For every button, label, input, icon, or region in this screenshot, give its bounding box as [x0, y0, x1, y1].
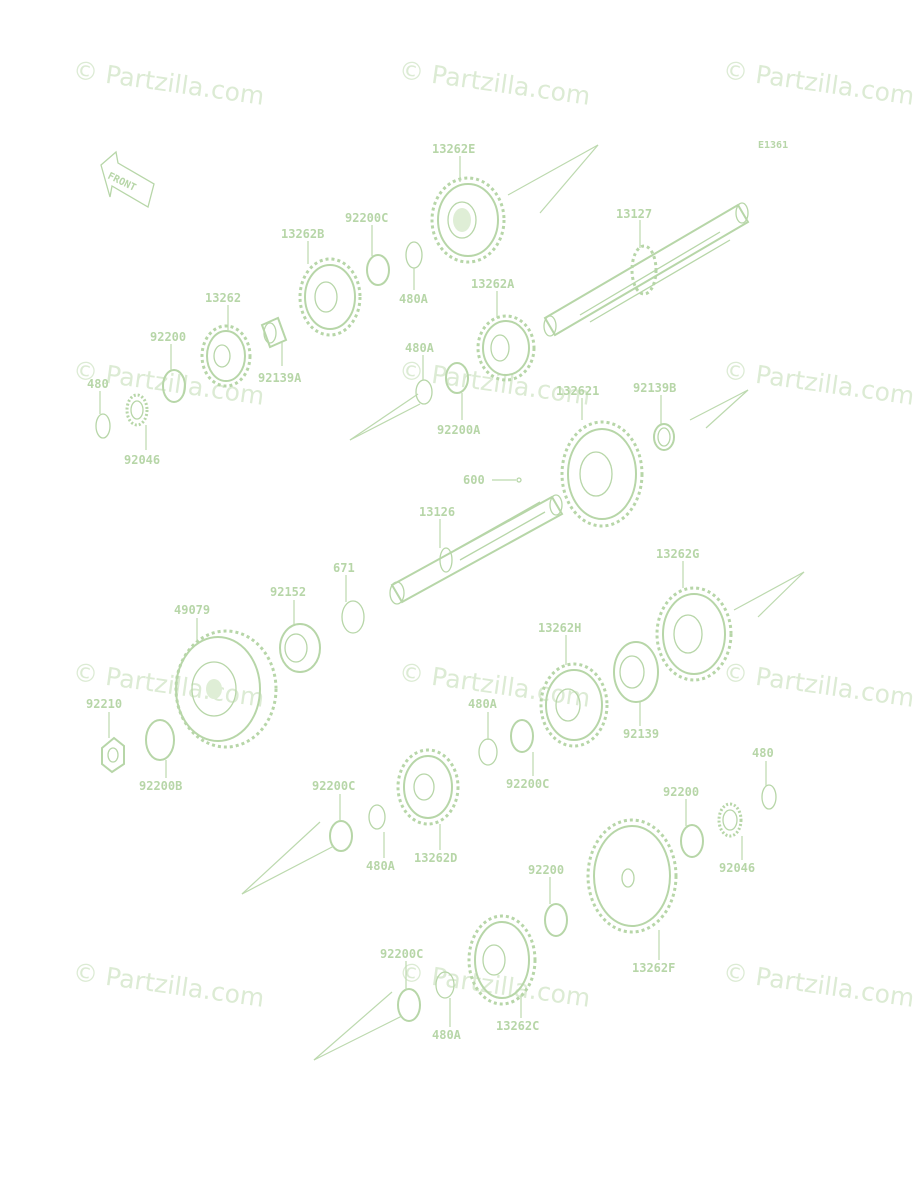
watermark-10: © Partzilla.com	[71, 957, 266, 1013]
label-13262H[interactable]: 13262H	[538, 621, 581, 635]
parts-drawing	[95, 144, 805, 1061]
label-13262[interactable]: 13262	[205, 291, 241, 305]
label-13127[interactable]: 13127	[616, 207, 652, 221]
circlip-480-low	[761, 784, 777, 810]
label-92200-top[interactable]: 92200	[150, 330, 186, 344]
label-92200C-low[interactable]: 92200C	[506, 777, 549, 791]
collar-92152	[279, 623, 321, 673]
label-13262E[interactable]: 13262E	[432, 142, 475, 156]
watermark-1: © Partzilla.com	[71, 55, 266, 111]
label-13262G[interactable]: 13262G	[656, 547, 699, 561]
pin-600	[516, 477, 522, 483]
part-labels: 13262E 92200C 13262B 13127 480A 13262A 1…	[86, 142, 774, 1042]
bearing-92046-top	[125, 393, 149, 427]
label-13262A[interactable]: 13262A	[471, 277, 515, 291]
gear-49079	[174, 629, 278, 749]
watermark-6: © Partzilla.com	[721, 355, 916, 411]
bushing-92139B	[653, 389, 749, 451]
front-label: FRONT	[106, 171, 138, 194]
washer-92200-low	[680, 824, 704, 858]
label-13262F[interactable]: 13262F	[632, 961, 675, 975]
label-13126[interactable]: 13126	[419, 505, 455, 519]
label-92200B[interactable]: 92200B	[139, 779, 182, 793]
gear-13262F	[586, 818, 678, 934]
nut-92210	[101, 736, 125, 774]
label-480A-top[interactable]: 480A	[399, 292, 429, 306]
gear-13262	[200, 324, 252, 388]
label-671[interactable]: 671	[333, 561, 355, 575]
bushing-92139A	[260, 316, 288, 349]
washer-92200C-mid	[329, 820, 353, 852]
label-92152[interactable]: 92152	[270, 585, 306, 599]
watermark-5: © Partzilla.com	[397, 355, 592, 411]
circlip-480A-bot	[435, 971, 455, 999]
watermark-3: © Partzilla.com	[721, 55, 916, 111]
label-92139[interactable]: 92139	[623, 727, 659, 741]
label-92200C-bot[interactable]: 92200C	[380, 947, 423, 961]
watermarks: © Partzilla.com © Partzilla.com © Partzi…	[71, 55, 916, 1013]
washer-92200A	[445, 362, 469, 394]
gear-13262G	[655, 571, 805, 682]
label-480A-low[interactable]: 480A	[468, 697, 498, 711]
washer-92200B	[145, 719, 175, 761]
circlip-480A-low	[478, 738, 498, 766]
label-132621[interactable]: 132621	[556, 384, 599, 398]
label-92200-bot[interactable]: 92200	[528, 863, 564, 877]
washer-92200C-low	[510, 719, 534, 753]
shaft-13127	[543, 202, 750, 337]
gear-13262C	[467, 914, 537, 1006]
label-13262D[interactable]: 13262D	[414, 851, 457, 865]
gear-13262D	[396, 748, 460, 826]
label-92139B[interactable]: 92139B	[633, 381, 676, 395]
washer-92200C-bot	[397, 988, 421, 1022]
label-480-low[interactable]: 480	[752, 746, 774, 760]
diagram-code: E1361	[758, 140, 788, 151]
circlip-480A-low2	[368, 804, 386, 830]
gear-13262E	[430, 144, 599, 264]
label-92200C-top[interactable]: 92200C	[345, 211, 388, 225]
circlip-480A-top	[405, 241, 423, 269]
label-600[interactable]: 600	[463, 473, 485, 487]
gear-13262A	[476, 314, 536, 382]
bearing-92046-low	[717, 802, 743, 838]
bushing-92139	[613, 641, 659, 703]
label-49079[interactable]: 49079	[174, 603, 210, 617]
label-92139A[interactable]: 92139A	[258, 371, 302, 385]
ring-671	[341, 600, 365, 634]
front-arrow-icon: FRONT	[100, 150, 155, 208]
gear-132621	[560, 420, 644, 528]
gear-13262B	[298, 257, 362, 337]
circlip-480A-mid	[415, 379, 433, 405]
label-92200-low[interactable]: 92200	[663, 785, 699, 799]
label-480-top[interactable]: 480	[87, 377, 109, 391]
circlip-480-top	[95, 413, 111, 439]
shaft-13126	[389, 494, 564, 605]
washer-92200-bot	[544, 903, 568, 937]
label-13262C[interactable]: 13262C	[496, 1019, 539, 1033]
label-480A-low2[interactable]: 480A	[366, 859, 396, 873]
gear-13262H	[539, 662, 609, 748]
washer-92200-top	[162, 369, 186, 403]
label-92200A[interactable]: 92200A	[437, 423, 481, 437]
label-92200C-mid[interactable]: 92200C	[312, 779, 355, 793]
label-480A-mid[interactable]: 480A	[405, 341, 435, 355]
leader-lines	[99, 156, 767, 1027]
label-92046-top[interactable]: 92046	[124, 453, 160, 467]
label-92046-low[interactable]: 92046	[719, 861, 755, 875]
washer-92200C-top	[366, 254, 390, 286]
label-13262B[interactable]: 13262B	[281, 227, 324, 241]
watermark-9: © Partzilla.com	[721, 657, 916, 713]
watermark-2: © Partzilla.com	[397, 55, 592, 111]
watermark-12: © Partzilla.com	[721, 957, 916, 1013]
label-480A-bot[interactable]: 480A	[432, 1028, 462, 1042]
label-92210[interactable]: 92210	[86, 697, 122, 711]
